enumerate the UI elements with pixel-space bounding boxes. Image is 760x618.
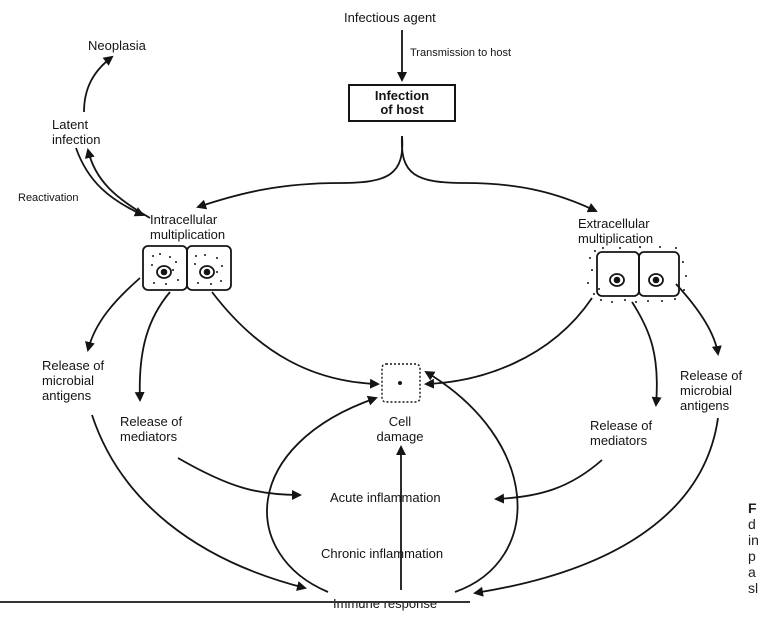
node-cell-damage: Cell damage <box>376 414 424 444</box>
arrow-right-antigens-to-immune <box>473 417 719 597</box>
caption-line-2: d <box>748 516 756 532</box>
caption-line-4: p <box>748 548 756 564</box>
node-latent-infection: Latent infection <box>52 117 101 147</box>
label-transmission-to-host: Transmission to host <box>410 47 512 59</box>
intracellular-dots <box>151 253 223 285</box>
label-reactivation: Reactivation <box>18 192 79 204</box>
arrow-left-cells-to-mediators <box>134 291 171 402</box>
arrow-immune-to-damage-left <box>266 395 378 593</box>
caption-line-5: a <box>748 564 756 580</box>
caption-line-3: in <box>748 532 759 548</box>
page-rule <box>0 601 470 603</box>
node-intracellular-multiplication: Intracellular multiplication <box>150 212 226 242</box>
node-immune-response: Immune response <box>333 596 438 611</box>
arrow-right-cells-to-mediators <box>631 301 662 407</box>
cropped-caption: F d in p a sl <box>748 500 759 596</box>
node-infection-of-host: Infection of host <box>348 84 456 122</box>
node-neoplasia: Neoplasia <box>88 38 146 53</box>
node-chronic-inflammation: Chronic inflammation <box>321 546 444 561</box>
node-right-release-antigens: Release of microbial antigens <box>680 368 743 413</box>
arrow-left-cells-to-damage <box>211 291 380 389</box>
node-right-release-mediators: Release of mediators <box>590 418 653 448</box>
arrow-right-mediators-to-acute <box>494 459 603 504</box>
node-extracellular-multiplication: Extracellular multiplication <box>578 216 654 246</box>
arrow-left-cells-to-antigens <box>85 277 141 352</box>
arrow-left-mediators-to-acute <box>177 457 302 500</box>
arrow-to-extracellular <box>401 135 598 213</box>
node-left-release-antigens: Release of microbial antigens <box>42 358 105 403</box>
node-left-release-mediators: Release of mediators <box>120 414 183 444</box>
node-infectious-agent: Infectious agent <box>344 10 436 25</box>
caption-line-6: sl <box>748 580 759 596</box>
arrow-reactivation <box>75 147 145 217</box>
arrow-left-antigens-to-immune <box>91 414 307 591</box>
node-acute-inflammation: Acute inflammation <box>330 490 441 505</box>
arrow-latent-to-neoplasia <box>83 55 114 113</box>
extracellular-dots <box>587 246 687 303</box>
arrow-to-intracellular <box>196 135 404 210</box>
arrow-immune-to-damage-right <box>424 370 519 593</box>
damaged-cell-nucleus <box>398 381 402 385</box>
intracellular-cells-illustration <box>142 245 232 291</box>
caption-line-1: F <box>748 500 757 516</box>
node-infection-of-host-text: Infection of host <box>374 88 430 117</box>
arrow-right-cells-to-antigens <box>675 283 722 356</box>
arrow-right-cells-to-damage <box>424 297 593 389</box>
extracellular-cells-illustration <box>596 251 680 297</box>
